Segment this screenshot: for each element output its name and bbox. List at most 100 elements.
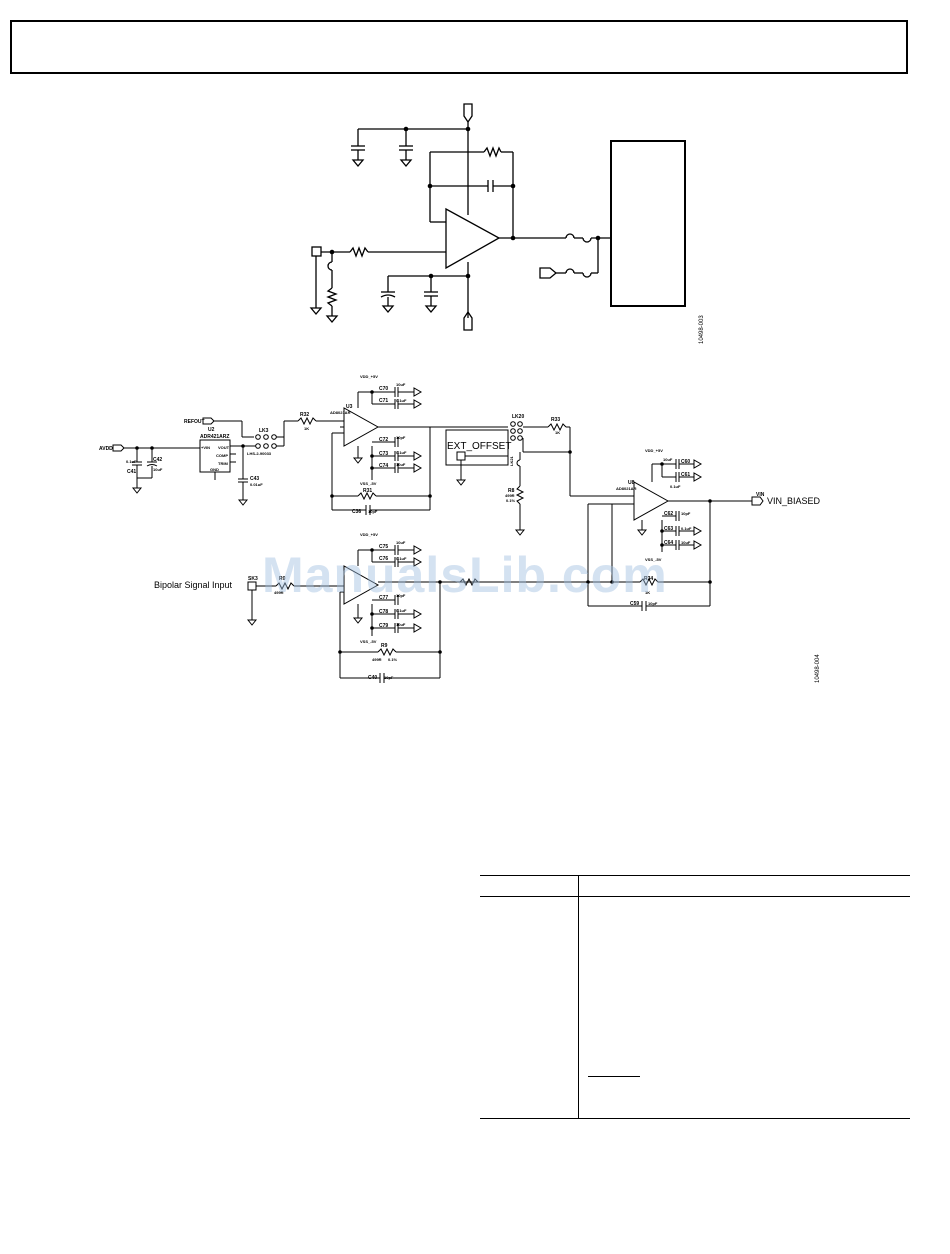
label-c77: C77 <box>379 595 388 601</box>
label-u2-part: ADR421ARZ <box>200 434 229 440</box>
label-r33: R33 <box>551 417 560 423</box>
table-column-divider <box>578 875 579 1118</box>
label-c61: C61 <box>681 472 690 478</box>
label-vin-pin: +VIN <box>201 445 210 450</box>
label-r31: R31 <box>363 488 372 494</box>
label-c40-val: 10pF <box>384 675 394 680</box>
label-r8-tol: 0.1% <box>506 498 516 503</box>
opamp-symbol <box>445 207 501 270</box>
label-c72: C72 <box>379 437 388 443</box>
label-c74-val: 10uF <box>396 462 406 467</box>
table-bottom-rule <box>480 1118 910 1119</box>
supply-connector-bottom <box>463 310 473 331</box>
label-c75: C75 <box>379 544 388 550</box>
label-r32-val: 1K <box>304 426 309 431</box>
label-r9-tol: 0.1% <box>388 657 398 662</box>
label-c41-val: 0.1uF <box>126 459 137 464</box>
label-r32: R32 <box>300 412 309 418</box>
figure-2-schematic: REFOUT AVDD U2 ADR421ARZ +VIN VOUT COMP … <box>99 374 821 683</box>
label-r9-val: 499R <box>372 657 382 662</box>
label-refout: REFOUT <box>184 419 205 425</box>
label-c36: C36 <box>352 509 361 515</box>
label-c73: C73 <box>379 451 388 457</box>
label-c73-val: 0.1uF <box>396 450 407 455</box>
label-gnd-pin: GND <box>210 467 219 472</box>
label-vss-top: VSS_-5V <box>360 481 377 486</box>
label-c61-val: 0.1uF <box>670 484 681 489</box>
label-vdd-top: VDD_+5V <box>360 374 378 379</box>
label-c43-val: 0.01uF <box>250 482 263 487</box>
label-c40: C40 <box>368 675 377 681</box>
label-r8: R8 <box>508 488 515 494</box>
label-c78-val: 0.1uF <box>396 608 407 613</box>
label-c79-val: 10uF <box>396 622 406 627</box>
label-c72-val: 10pF <box>396 435 406 440</box>
label-vout-pin: VOUT <box>218 445 230 450</box>
label-u3: U3 <box>346 404 353 410</box>
label-c60-val: 10uF <box>663 457 673 462</box>
label-c62: C62 <box>664 511 673 517</box>
label-c63: C63 <box>664 526 673 532</box>
label-c77-val: 10pF <box>396 593 406 598</box>
label-r0: R0 <box>279 576 286 582</box>
label-c43: C43 <box>250 476 259 482</box>
label-r8-val: 499R <box>505 493 515 498</box>
table-outline <box>480 875 910 1120</box>
label-vdd-bot: VDD_+5V <box>360 532 378 537</box>
label-c42-val: 10uF <box>153 467 163 472</box>
label-r33-val: 1K <box>555 430 560 435</box>
label-c59-val: 10pF <box>648 601 658 606</box>
label-c74: C74 <box>379 463 388 469</box>
label-u2: U2 <box>208 427 215 433</box>
label-lk3-part: LHS-2-90033 <box>247 451 272 456</box>
watermark-text: ManualsLib.com <box>262 547 668 603</box>
label-vin-net: VIN <box>756 492 765 498</box>
label-ext-offset: EXT_OFFSET <box>447 441 511 452</box>
label-lk20: LK20 <box>512 414 524 420</box>
label-vss-bot: VSS_-5V <box>360 639 377 644</box>
label-vss-right: VSS_-5V <box>645 557 662 562</box>
label-r34: R34 <box>644 576 653 582</box>
label-u3-part: AD8021AR <box>330 410 351 415</box>
label-c36-val: 10pF <box>368 509 378 514</box>
label-lk3: LK3 <box>259 428 269 434</box>
label-c60: C60 <box>681 459 690 465</box>
label-vdd-right: VDD_+5V <box>645 448 663 453</box>
label-c64: C64 <box>664 540 673 546</box>
label-u8: U8 <box>628 480 635 486</box>
label-c76-val: 0.1uF <box>396 556 407 561</box>
label-c62-val: 10pF <box>681 511 691 516</box>
label-c75-val: 10uF <box>396 540 406 545</box>
label-r34-val: 1K <box>645 590 650 595</box>
label-c78: C78 <box>379 609 388 615</box>
label-c59: C59 <box>630 601 639 607</box>
label-u8-part: AD8021AR <box>616 486 637 491</box>
label-bipolar-signal-input: Bipolar Signal Input <box>154 580 233 590</box>
table-header-rule <box>480 896 910 897</box>
label-c71-val: 0.1uF <box>396 398 407 403</box>
figure-2-id: 10498-004 <box>815 654 821 683</box>
label-trim-pin: TRIM <box>218 461 228 466</box>
figure-1-id: 10498-003 <box>699 315 705 344</box>
label-r0-val: 499R <box>274 590 284 595</box>
label-vin-biased: VIN_BIASED <box>767 496 821 506</box>
label-c70: C70 <box>379 386 388 392</box>
label-c63-val: 0.1uF <box>681 526 692 531</box>
label-comp-pin: COMP <box>216 453 228 458</box>
label-c64-val: 10uF <box>681 540 691 545</box>
label-sk3: SK3 <box>248 576 258 582</box>
label-avdd: AVDD <box>99 446 113 452</box>
page-header-box <box>10 20 908 74</box>
label-c70-val: 10uF <box>396 382 406 387</box>
table-top-rule <box>480 875 910 876</box>
label-c76: C76 <box>379 556 388 562</box>
table-overline-mark <box>588 1076 640 1077</box>
label-c42: C42 <box>153 457 162 463</box>
adc-block <box>610 140 686 307</box>
figure-1-schematic: 10498-003 <box>309 103 705 344</box>
label-c71: C71 <box>379 398 388 404</box>
label-lk21: LK21 <box>509 455 514 466</box>
input-connector-right <box>539 267 558 279</box>
supply-connector-top <box>463 103 473 124</box>
label-c79: C79 <box>379 623 388 629</box>
